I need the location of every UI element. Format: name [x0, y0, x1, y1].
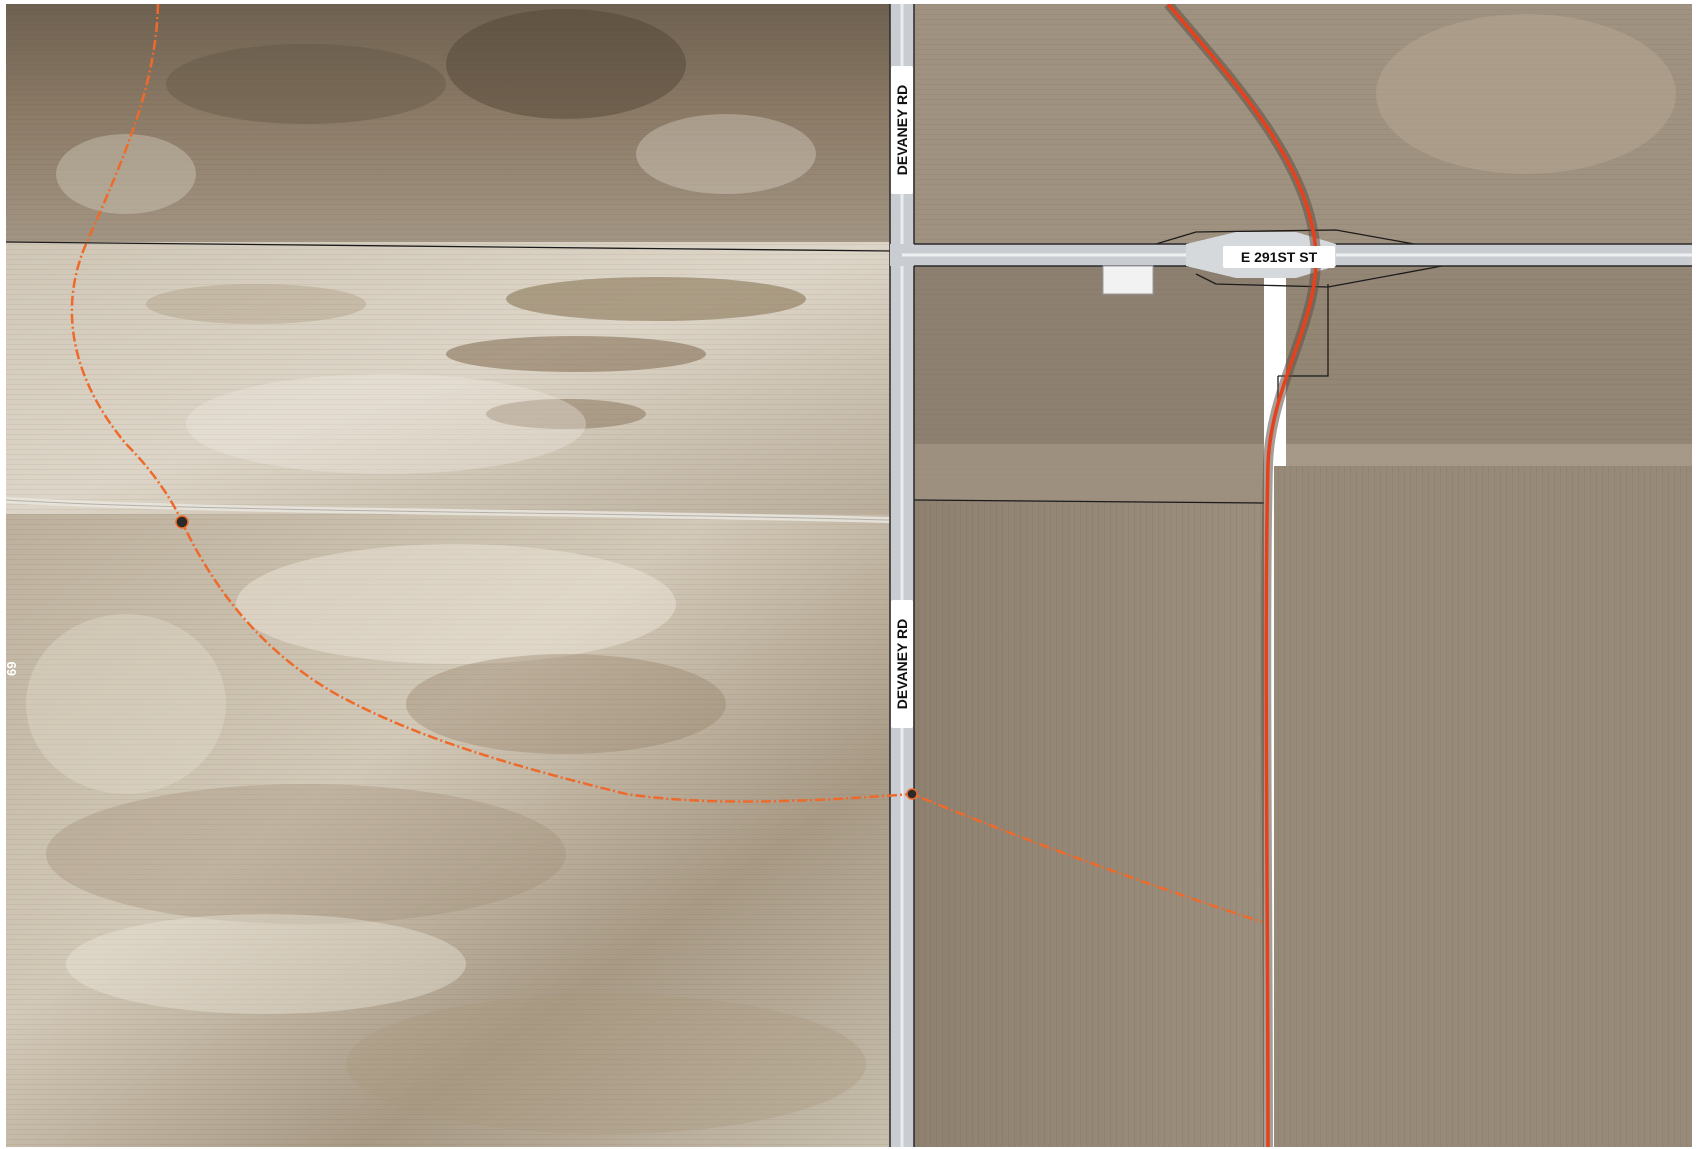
svg-text:DEVANEY RD: DEVANEY RD — [894, 85, 910, 176]
field-e-mid — [1286, 266, 1692, 474]
svg-text:E 291ST ST: E 291ST ST — [1241, 249, 1318, 265]
field-e-farmstead — [914, 266, 1264, 501]
field-se — [914, 466, 1692, 1147]
field-w — [6, 242, 890, 514]
margin-glyph: 69 — [6, 662, 19, 676]
devaney-road — [889, 4, 915, 1147]
label-devaney-south: DEVANEY RD — [891, 600, 913, 728]
svg-text:DEVANEY RD: DEVANEY RD — [894, 619, 910, 710]
farm-building — [1102, 265, 1154, 295]
label-devaney-north: DEVANEY RD — [891, 66, 913, 194]
pipeline-marker-road[interactable] — [906, 788, 918, 800]
field-nw — [6, 4, 890, 242]
pipeline-marker-west[interactable] — [175, 515, 189, 529]
label-e291: E 291ST ST — [1223, 246, 1335, 268]
pipeline-primary — [1166, 4, 1318, 1147]
field-sw — [6, 514, 890, 1147]
aerial-map[interactable]: DEVANEY RD DEVANEY RD E 291ST ST 69 — [6, 4, 1692, 1147]
